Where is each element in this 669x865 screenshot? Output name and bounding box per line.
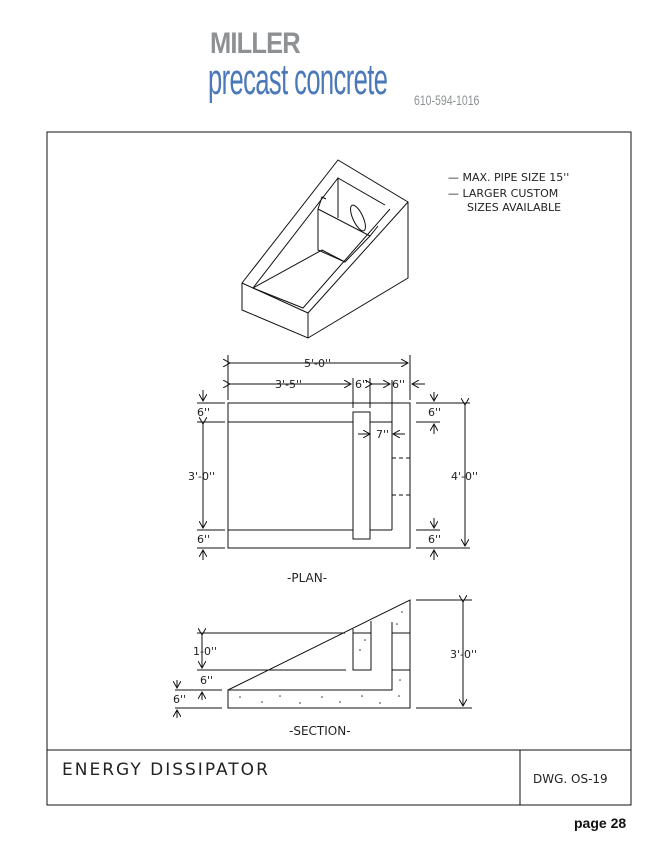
note-larger-custom: — LARGER CUSTOM [448,187,558,200]
section-dim-height: 3'-0'' [450,648,477,661]
drawing-number: DWG. OS-19 [533,772,608,786]
drawing-title: ENERGY DISSIPATOR [62,760,270,780]
dim-right-total: 4'-0'' [451,470,478,483]
dim-total-width: 5'-0'' [304,357,331,370]
dim-baffle: 6'' [355,378,368,391]
section-view [175,600,472,718]
dim-bottom: 6'' [197,533,210,546]
section-dim-baffle: 1-0'' [193,645,217,658]
logo-precast-concrete: precast concrete [208,55,388,104]
plan-view [197,355,470,560]
section-dim-slab: 6'' [173,693,186,706]
dim-right-bottom: 6'' [428,533,441,546]
dim-gap: 7'' [376,428,389,441]
dim-wall: 6'' [392,378,405,391]
plan-label: -PLAN- [287,571,327,585]
note-max-pipe: — MAX. PIPE SIZE 15'' [448,171,569,184]
isometric-view [241,159,409,339]
note-sizes-available: SIZES AVAILABLE [467,201,561,214]
section-label: -SECTION- [289,724,351,738]
phone-number: 610-594-1016 [414,92,480,108]
dim-left: 3'-5'' [275,378,302,391]
logo-miller: MILLER [210,27,301,60]
sheet-border [46,131,632,806]
page-number: page 28 [574,815,627,831]
dim-mid: 3'-0'' [188,470,215,483]
section-dim-gap: 6'' [200,674,213,687]
dim-top: 6'' [197,406,210,419]
dim-right-top: 6'' [428,406,441,419]
